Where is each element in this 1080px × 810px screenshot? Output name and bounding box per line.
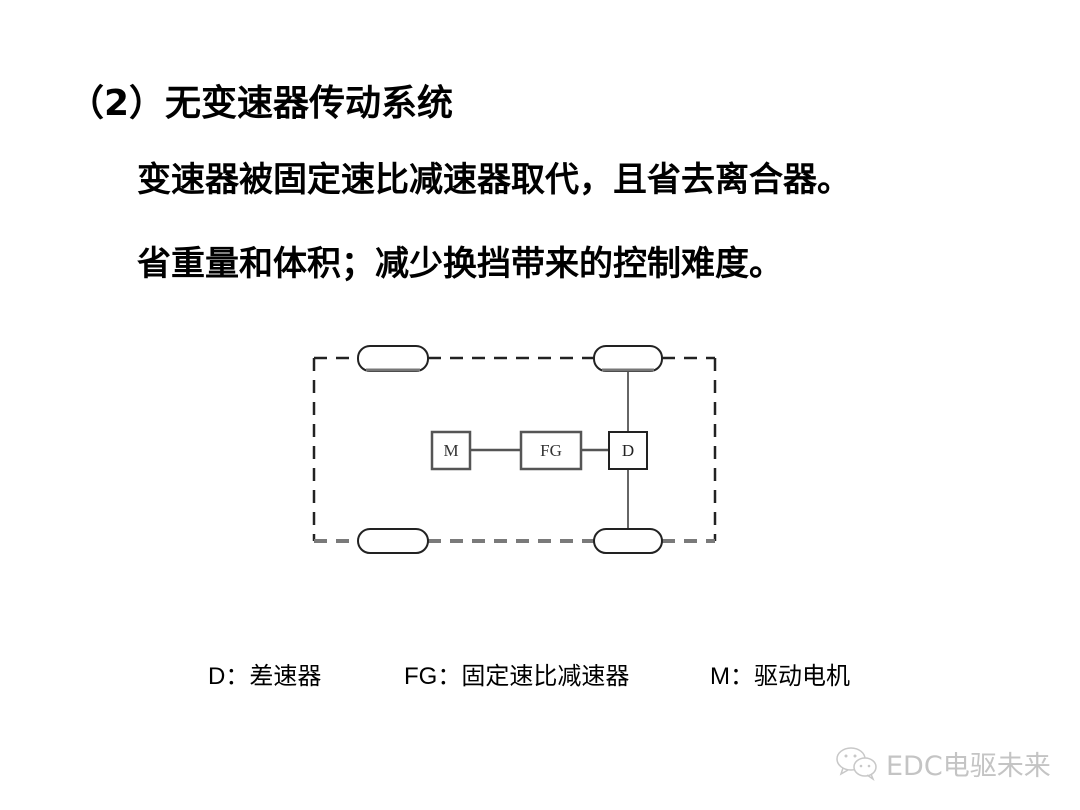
- wheel-rear-right: [593, 528, 663, 554]
- legend-motor: M：驱动电机: [710, 656, 850, 691]
- differential-box: D: [608, 431, 648, 470]
- legend-desc: 驱动电机: [754, 663, 850, 690]
- wheel-front-right: [593, 345, 663, 372]
- legend-differential: D：差速器: [208, 656, 321, 691]
- slide-title: （2）无变速器传动系统: [68, 83, 454, 124]
- wheel-front-left: [357, 345, 429, 372]
- differential-label: D: [622, 441, 634, 460]
- legend-desc: 固定速比减速器: [461, 663, 630, 690]
- legend-key: M：: [710, 663, 754, 690]
- watermark: EDC电驱未来: [834, 745, 1051, 782]
- legend-key: FG：: [404, 663, 462, 690]
- watermark-text: EDC电驱未来: [886, 750, 1051, 782]
- wechat-icon: [836, 747, 877, 781]
- legend-desc: 差速器: [249, 663, 322, 690]
- motor-box: M: [430, 430, 472, 471]
- wheel-rear-left: [357, 528, 429, 554]
- fixed-gear-box: FG: [519, 430, 583, 471]
- legend-fixed-gear: FG：固定速比减速器: [404, 656, 629, 691]
- body-line-2: 省重量和体积；减少换挡带来的控制难度。: [137, 244, 783, 284]
- motor-label: M: [443, 441, 458, 460]
- fixed-gear-label: FG: [540, 441, 562, 460]
- body-line-1: 变速器被固定速比减速器取代，且省去离合器。: [137, 160, 851, 200]
- legend-key: D：: [208, 663, 250, 690]
- vehicle-outline: [312, 356, 717, 541]
